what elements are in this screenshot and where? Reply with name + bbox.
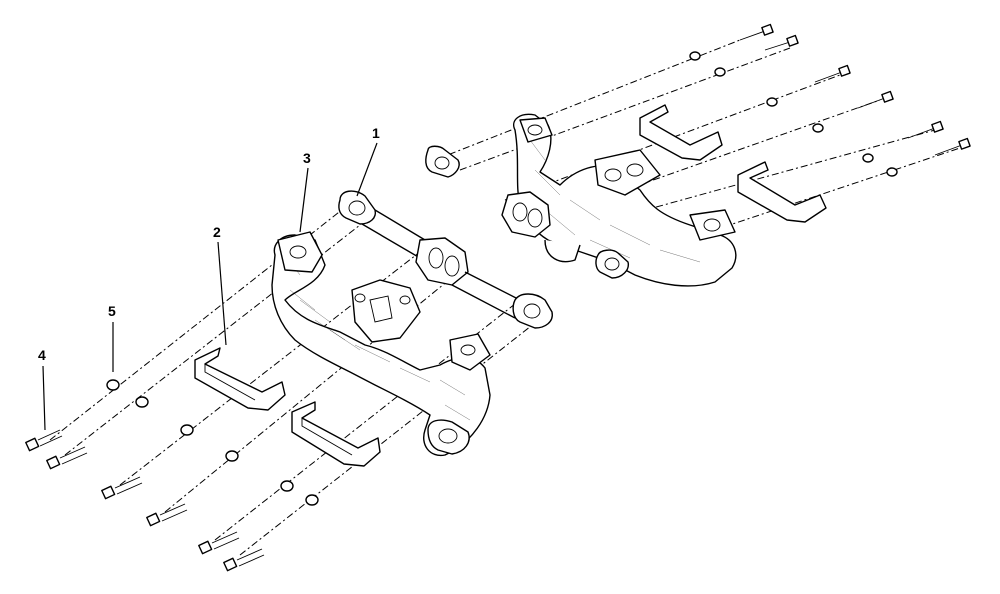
exhaust-manifold [271, 231, 491, 457]
reference-heat-shields [639, 104, 827, 223]
callout-label-gasket: 1 [372, 125, 380, 141]
reference-bolt [907, 120, 944, 139]
callout-exhaust-manifold: 3 [299, 150, 311, 233]
washers [106, 379, 319, 506]
bolt [198, 531, 240, 555]
callouts: 1 2 3 4 5 [38, 125, 380, 431]
reference-washers [689, 51, 898, 177]
reference-bolt [764, 34, 799, 51]
reference-bolt [934, 137, 971, 156]
callout-bolt: 4 [38, 347, 46, 431]
reference-manifold [513, 113, 737, 287]
bolts [25, 429, 265, 572]
callout-washer: 5 [108, 303, 116, 372]
reference-gaskets [425, 145, 629, 279]
callout-label-bolt: 4 [38, 347, 46, 363]
exploded-assembly-left [25, 190, 553, 572]
bolt [46, 446, 88, 470]
callout-heat-shield: 2 [213, 224, 227, 346]
reference-bolts [739, 23, 971, 156]
bolt [101, 476, 143, 500]
callout-gasket: 1 [356, 125, 380, 197]
callout-label-washer: 5 [108, 303, 116, 319]
callout-label-heat-shield: 2 [213, 224, 221, 240]
bolt [25, 429, 63, 452]
reference-bolt [857, 90, 894, 109]
bolt [146, 503, 188, 527]
callout-label-exhaust-manifold: 3 [303, 150, 311, 166]
gasket [338, 190, 553, 329]
reference-bolt [739, 23, 774, 41]
heat-shield [194, 347, 381, 467]
bolt [223, 548, 265, 572]
reference-assembly-right [425, 23, 971, 287]
reference-bolt [814, 64, 851, 83]
